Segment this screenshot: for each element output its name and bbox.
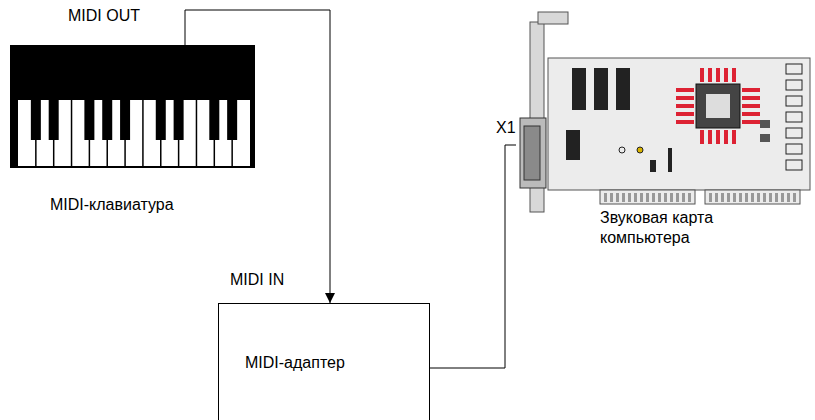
pin-row	[676, 104, 694, 108]
pin-row	[724, 68, 728, 82]
edge-finger	[646, 193, 649, 202]
black-key	[31, 100, 41, 140]
pin-row	[676, 96, 694, 100]
edge-finger	[769, 193, 772, 202]
signal-wire	[430, 145, 516, 368]
port-label: MIDI OUT	[66, 6, 142, 25]
edge-finger	[709, 193, 712, 202]
edge-finger	[676, 193, 679, 202]
keyboard-illustration	[10, 45, 255, 168]
pin-row	[742, 112, 760, 116]
edge-finger	[757, 193, 760, 202]
edge-finger	[670, 193, 673, 202]
connector-label: X1	[494, 118, 518, 137]
jumper	[786, 144, 802, 154]
edge-finger	[616, 193, 619, 202]
keyboard-node: MIDI-клавиатура	[10, 45, 269, 215]
edge-finger	[658, 193, 661, 202]
key-line	[142, 100, 144, 166]
pin-row	[732, 130, 736, 144]
pin-row	[716, 68, 720, 82]
pin-row	[724, 130, 728, 144]
jumper	[786, 96, 802, 106]
edge-finger	[763, 193, 766, 202]
sound-card-node: Звуковая карта компьютера	[516, 10, 815, 255]
pin-row	[708, 68, 712, 82]
edge-finger	[739, 193, 742, 202]
edge-finger	[733, 193, 736, 202]
pin-row	[676, 120, 694, 124]
pin-row	[708, 130, 712, 144]
pin-row	[742, 96, 760, 100]
black-key	[120, 100, 130, 140]
edge-finger	[634, 193, 637, 202]
pin-row	[716, 130, 720, 144]
key-line	[196, 100, 198, 166]
adapter-box: MIDI-адаптер	[218, 303, 430, 420]
edge-finger	[751, 193, 754, 202]
black-key	[209, 100, 219, 140]
jumper	[786, 160, 802, 170]
jumper	[786, 112, 802, 122]
black-key	[174, 100, 184, 140]
black-key	[102, 100, 112, 140]
edge-finger	[664, 193, 667, 202]
pin-row	[742, 120, 760, 124]
sound-card-illustration	[520, 12, 810, 212]
edge-finger	[640, 193, 643, 202]
edge-finger	[682, 193, 685, 202]
edge-finger	[715, 193, 718, 202]
black-key	[156, 100, 166, 140]
edge-finger	[721, 193, 724, 202]
jumper	[786, 128, 802, 138]
edge-finger	[652, 193, 655, 202]
pin-row	[742, 88, 760, 92]
node-label: MIDI-клавиатура	[50, 195, 269, 215]
jumper	[786, 64, 802, 74]
edge-finger	[745, 193, 748, 202]
node-label: Звуковая карта компьютера	[600, 208, 750, 248]
black-key	[227, 100, 237, 140]
pin-row	[742, 104, 760, 108]
edge-finger	[604, 193, 607, 202]
node-label: MIDI-адаптер	[245, 353, 345, 373]
signal-wire	[185, 10, 330, 303]
key-line	[71, 100, 73, 166]
edge-finger	[793, 193, 796, 202]
pin-row	[676, 88, 694, 92]
edge-finger	[775, 193, 778, 202]
edge-finger	[688, 193, 691, 202]
pin-row	[732, 68, 736, 82]
edge-finger	[622, 193, 625, 202]
edge-finger	[781, 193, 784, 202]
edge-finger	[610, 193, 613, 202]
pin-row	[700, 68, 704, 82]
port-label: MIDI IN	[228, 270, 286, 289]
jumper	[786, 80, 802, 90]
edge-finger	[787, 193, 790, 202]
edge-finger	[727, 193, 730, 202]
black-key	[84, 100, 94, 140]
edge-finger	[628, 193, 631, 202]
pin-row	[700, 130, 704, 144]
pin-row	[676, 112, 694, 116]
black-key	[49, 100, 59, 140]
